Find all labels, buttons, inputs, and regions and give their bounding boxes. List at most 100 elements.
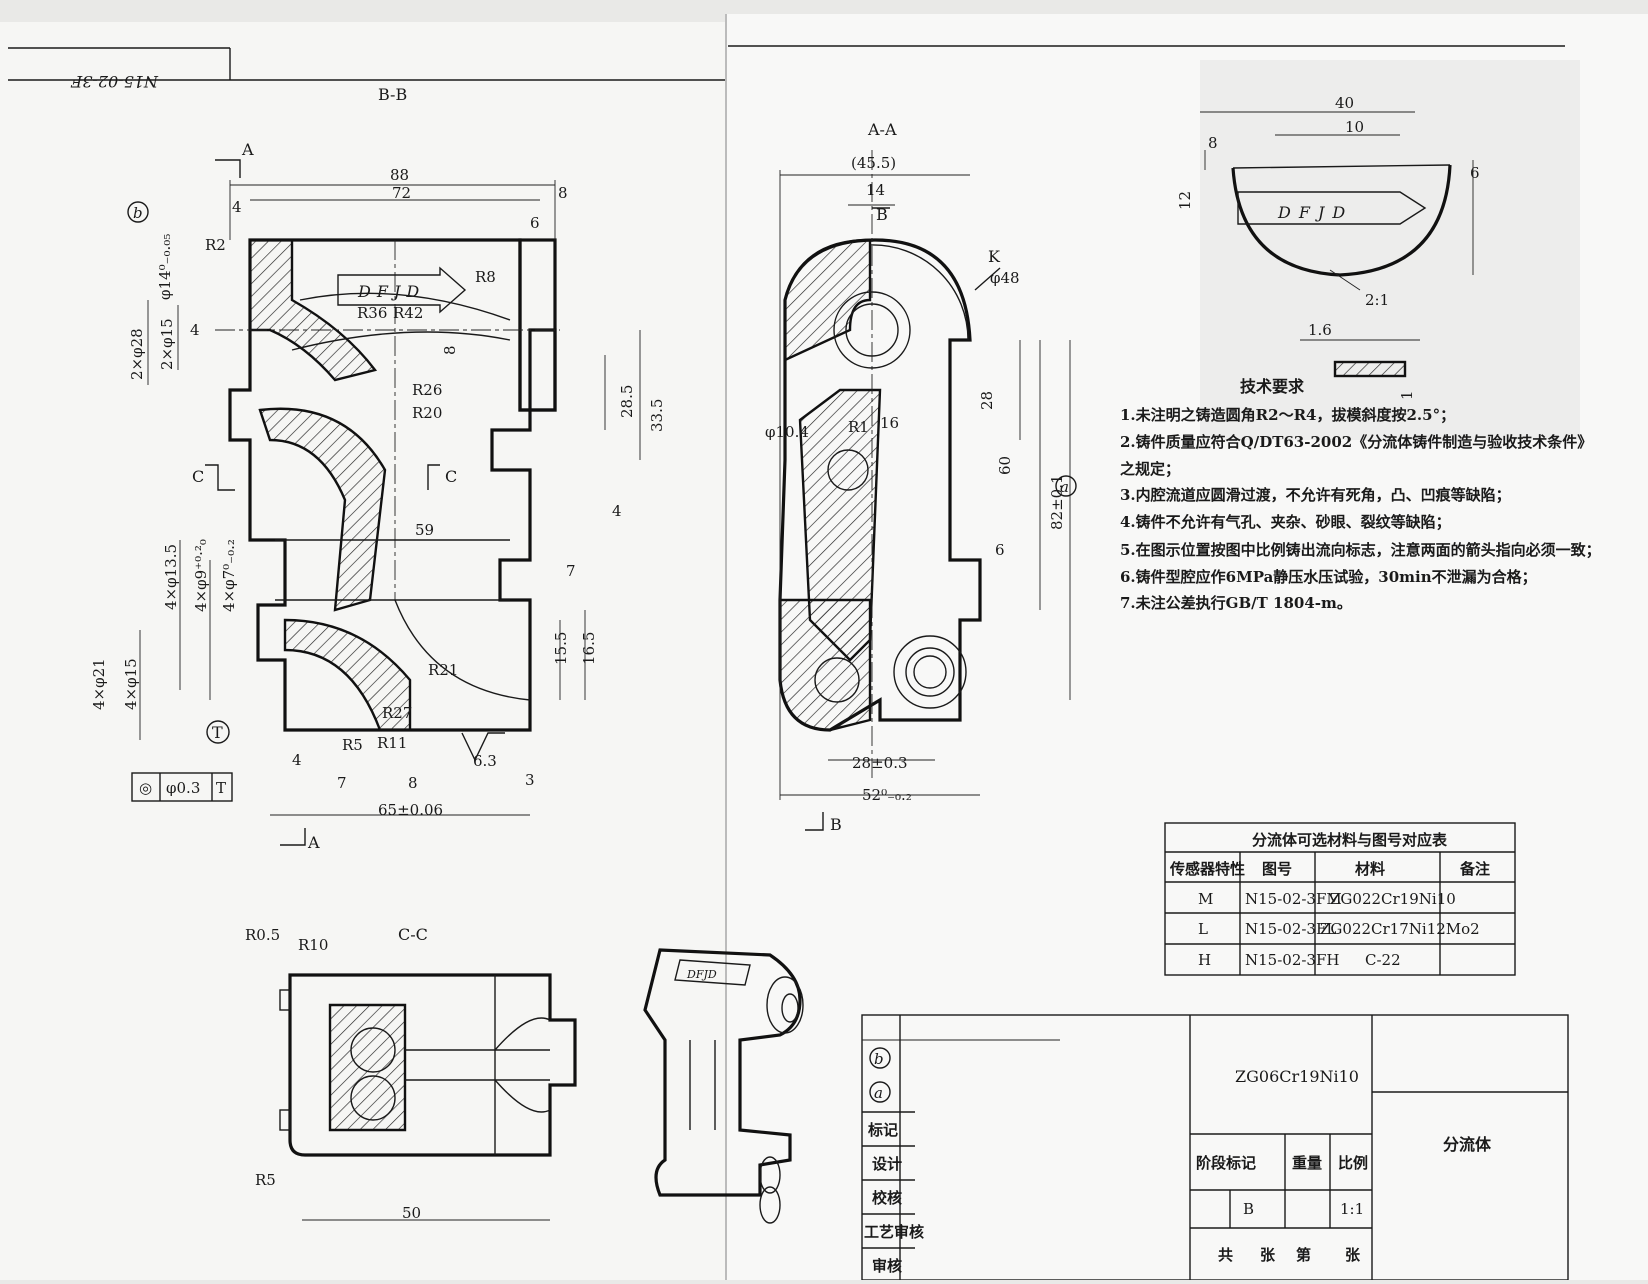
material-r0-c2: ZG022Cr19Ni10 [1330, 890, 1456, 908]
bb-dim-3: 4 [232, 198, 242, 216]
view-detail: 40 10 8 12 6 DFJD 2:1 1.6 1 [1176, 94, 1480, 400]
material-r1-c1: N15-02-3FL [1245, 920, 1336, 938]
view-bb: B-B DFJD A A [90, 85, 666, 852]
view-isometric: DFJD [643, 948, 804, 1224]
title-part-name: 分流体 [1443, 1135, 1492, 1154]
bb-dim-22: 4×φ7⁰₋₀.₂ [220, 539, 238, 612]
tech-requirements: 技术要求 1.未注明之铸造圆角R2～R4，拔模斜度按2.5°； 2.铸件质量应符… [1120, 377, 1601, 612]
bb-dim-36: 3 [525, 771, 535, 789]
flow-arrow [337, 266, 467, 314]
title-row-0: 标记 [867, 1121, 898, 1139]
bb-dim-35: 8 [408, 774, 418, 792]
title-sheet-2: 第 [1296, 1246, 1311, 1264]
table-row: H N15-02-3FH C-22 [1198, 951, 1401, 969]
aa-dim-1: 14 [866, 181, 885, 199]
bb-dim-15: R20 [412, 404, 442, 422]
bb-dim-38: b [133, 204, 143, 222]
tolerance-frame: ◎ φ0.3 T [131, 772, 233, 802]
title-row-4: 审核 [872, 1257, 902, 1275]
aa-dim-4: R1 [848, 418, 869, 436]
datum-t-circle [206, 720, 230, 744]
bb-dim-37: 65±0.06 [378, 801, 443, 819]
detail-dim-1: 10 [1345, 118, 1364, 136]
view-bb-title: B-B [378, 85, 407, 104]
title-weight-label: 重量 [1292, 1154, 1322, 1172]
bb-dim-28: R21 [428, 661, 458, 679]
tech-item-6: 6.铸件型腔应作6MPa静压水压试验，30min不泄漏为合格； [1120, 568, 1537, 586]
bb-dim-16: 28.5 [618, 385, 636, 418]
bb-dim-21: 4×φ9⁺⁰·²₀ [192, 539, 210, 612]
view-aa-title: A-A [867, 120, 897, 139]
cc-bore-1 [350, 1027, 396, 1073]
material-table: 分流体可选材料与图号对应表 传感器特性 图号 材料 备注 M N15-02-3F… [1164, 822, 1516, 976]
aa-dim-3: φ10.4 [765, 423, 809, 441]
bb-dim-13: 8 [441, 345, 459, 355]
bb-dim-0: 88 [390, 166, 409, 184]
detail-dim-2: 8 [1208, 134, 1218, 152]
aa-dim-10: 28±0.3 [852, 754, 908, 772]
material-r0-c1: N15-02-3FM [1245, 890, 1342, 908]
cc-dim-1: R10 [298, 936, 328, 954]
title-sheet-3: 张 [1345, 1246, 1361, 1264]
tol-datum: T [216, 779, 226, 797]
detail-dim-6: 1.6 [1308, 321, 1332, 339]
material-header-2: 材料 [1355, 860, 1385, 878]
detail-dim-5: 2:1 [1365, 291, 1389, 309]
detail-section [1333, 360, 1407, 378]
bb-dim-25: 4×φ15 [122, 658, 140, 710]
bb-dim-29: R27 [382, 704, 412, 722]
view-aa: A-A (45.5) 14 B K φ48 φ10.4 R1 16 28 60 [765, 120, 1077, 834]
tol-symbol: ◎ [139, 779, 152, 797]
title-scale-label: 比例 [1338, 1154, 1368, 1172]
bb-dim-12: 4 [190, 321, 200, 339]
bb-dim-7: R36 [357, 304, 387, 322]
bb-hatch-top [248, 238, 378, 382]
bb-hatch-bottom [283, 618, 412, 732]
title-scale-value: 1:1 [1340, 1200, 1364, 1218]
bb-dim-9: φ14⁰₋₀.₀₅ [156, 234, 174, 300]
title-stage-value: B [1243, 1200, 1254, 1218]
cc-bore-2 [350, 1075, 396, 1121]
rev-mark-b-circle [127, 201, 149, 223]
drawing-number: N15-02-3F [70, 72, 159, 91]
aa-dim-6: 28 [978, 391, 996, 410]
tech-item-3: 3.内腔流道应圆滑过渡，不允许有死角，凸、凹痕等缺陷； [1120, 486, 1511, 504]
bb-dim-4: 6 [530, 214, 540, 232]
bb-dim-17: 33.5 [648, 399, 666, 432]
aa-dim-5: 16 [880, 414, 899, 432]
bb-dim-19: 59 [415, 521, 434, 539]
aa-port-inner [913, 655, 947, 689]
tech-title: 技术要求 [1240, 377, 1305, 396]
bb-dim-10: 2×φ28 [128, 328, 146, 380]
detail-dim-4: 6 [1470, 164, 1480, 182]
bb-dim-1: 72 [392, 184, 411, 202]
detail-logo-arrow [1237, 191, 1427, 225]
tech-item-2: 之规定； [1120, 460, 1180, 478]
title-sheet-1: 张 [1260, 1246, 1276, 1264]
title-row-1: 设计 [872, 1155, 902, 1173]
material-header-0: 传感器特性 [1169, 860, 1245, 878]
cc-dim-2: R5 [255, 1171, 276, 1189]
title-sheet-0: 共 [1218, 1246, 1233, 1264]
aa-hatch-top [783, 238, 872, 362]
bb-dim-34: 7 [337, 774, 347, 792]
tech-item-5: 5.在图示位置按图中比例铸出流向标志，注意两面的箭头指向必须一致； [1120, 541, 1601, 559]
tech-item-7: 7.未注公差执行GB/T 1804-m。 [1120, 594, 1352, 612]
bb-mark-c-right: C [445, 467, 457, 486]
material-r1-c0: L [1198, 920, 1208, 938]
bb-flange [518, 238, 557, 412]
iso-flow-mark: DFJD [686, 968, 717, 981]
detail-outline [1231, 164, 1452, 277]
bb-mark-a-bottom: A [307, 833, 320, 852]
title-block: b a 标记 设计 校核 工艺审核 审核 ZG06Cr19Ni10 阶段标记 重… [861, 1014, 1569, 1281]
aa-mark-k: K [988, 247, 1001, 266]
title-material: ZG06Cr19Ni10 [1235, 1067, 1359, 1086]
cc-hatch [328, 1003, 407, 1132]
cc-outline [288, 973, 577, 1157]
aa-dim-9: 6 [995, 541, 1005, 559]
material-r2-c0: H [1198, 951, 1211, 969]
material-r2-c1: N15-02-3FH [1245, 951, 1339, 969]
datum-t-label: T [212, 723, 223, 742]
